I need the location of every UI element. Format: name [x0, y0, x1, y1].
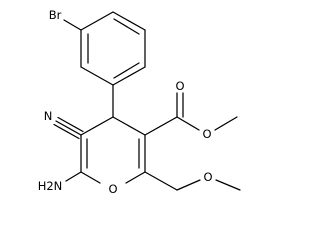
triple-bond [57, 116, 84, 133]
atom-label-ester-oxygen: O [202, 127, 211, 141]
bond [176, 116, 200, 131]
atom-label-carbonyl-oxygen: O [175, 79, 184, 93]
bond [215, 179, 241, 191]
ester-group [144, 92, 238, 136]
bond [176, 179, 201, 191]
atom-label-ether-oxygen: O [203, 170, 212, 184]
triple-bond [53, 123, 80, 140]
bond [214, 116, 238, 131]
bond [80, 66, 114, 86]
nitrile-group [53, 116, 84, 140]
bond-c-br [63, 19, 82, 31]
bond [112, 11, 146, 31]
bond [144, 116, 178, 136]
methoxymethyl-group [144, 171, 241, 191]
atom-label-amine: H2N [38, 179, 63, 193]
atom-label-ring-oxygen: O [108, 182, 117, 196]
atom-label-nitrile-nitrogen: N [44, 109, 53, 123]
double-bond [113, 18, 140, 35]
bromophenyl-ring [80, 11, 146, 86]
atom-label-bromine: Br [49, 8, 62, 22]
bond [112, 116, 146, 136]
pyran-ring [80, 116, 146, 184]
bond-c-nh2 [65, 171, 82, 182]
bond [80, 171, 101, 184]
bond [125, 171, 146, 184]
bond [112, 66, 146, 86]
bond [80, 116, 114, 136]
bond [144, 171, 178, 191]
bond [80, 11, 114, 31]
double-bond [113, 62, 140, 79]
triple-bond [55, 120, 82, 136]
molecule-structure: Br N H2N O O O O [38, 8, 241, 196]
